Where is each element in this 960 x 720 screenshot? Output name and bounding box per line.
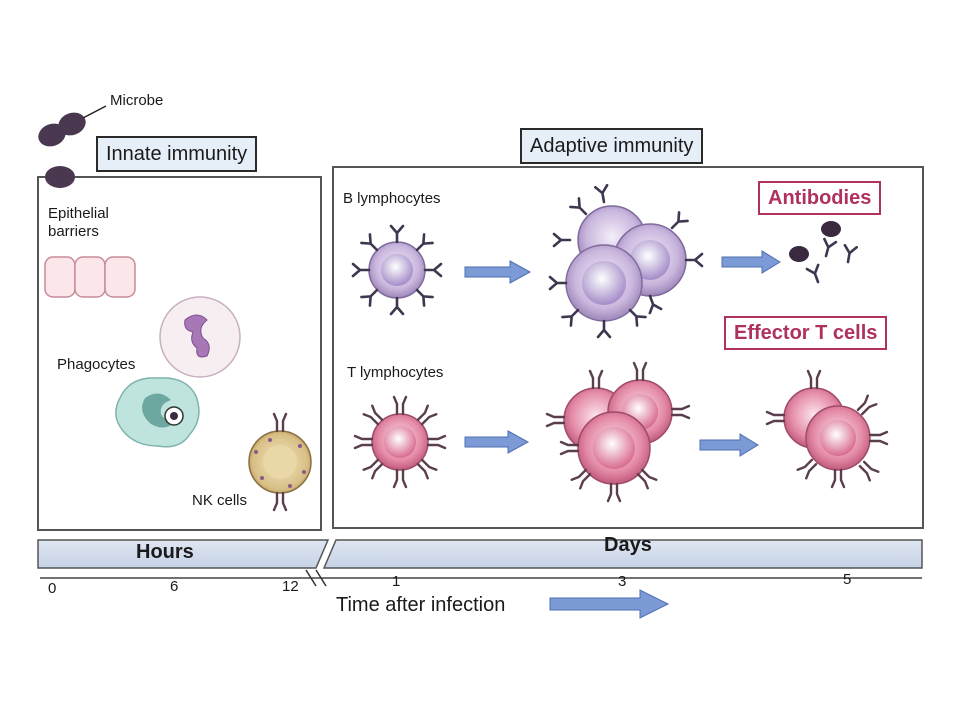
t-arrow-2 [699,433,759,457]
b-arrow-1 [464,260,532,284]
nk-cell-icon [248,412,312,512]
phagocytes-label: Phagocytes [57,356,136,373]
days-bar [322,539,923,569]
b-cell-naive-icon [351,224,443,316]
effector-t-cells-icon [765,369,889,489]
t-lymphocytes-label: T lymphocytes [347,364,444,381]
tick-hour-6: 6 [170,578,179,595]
b-arrow-2 [721,250,781,274]
t-cell-clones-icon [545,361,691,503]
tick-day-1: 1 [392,573,401,590]
days-label: Days [604,534,652,556]
progression-arrows [464,250,781,619]
tick-day-3: 3 [618,573,627,590]
nk-cells-label: NK cells [192,492,248,509]
adaptive-immunity-title: Adaptive immunity [520,128,704,164]
tick-hour-12: 12 [282,578,299,595]
antibodies-label: Antibodies [758,181,882,215]
antibody-microbe-icon [789,221,858,286]
epithelial-barriers-label: Epithelial barriers [48,205,109,240]
tick-day-5: 5 [843,571,852,588]
macrophage-icon [115,377,200,448]
b-cell-clones-icon [548,183,704,339]
epithelial-cells-icon [44,256,136,298]
time-after-infection-label: Time after infection [336,594,506,616]
t-cell-naive-icon [353,395,447,489]
time-arrow [549,589,670,619]
tick-hour-0: 0 [48,580,57,597]
b-lymphocytes-label: B lymphocytes [343,190,441,207]
innate-immunity-title: Innate immunity [96,136,258,172]
hours-bar [37,539,330,569]
t-arrow-1 [464,430,530,454]
hours-label: Hours [136,541,194,563]
microbe-icon [38,105,107,188]
microbe-label: Microbe [110,92,164,109]
neutrophil-icon [159,296,241,378]
effector-t-cells-label: Effector T cells [724,316,888,350]
